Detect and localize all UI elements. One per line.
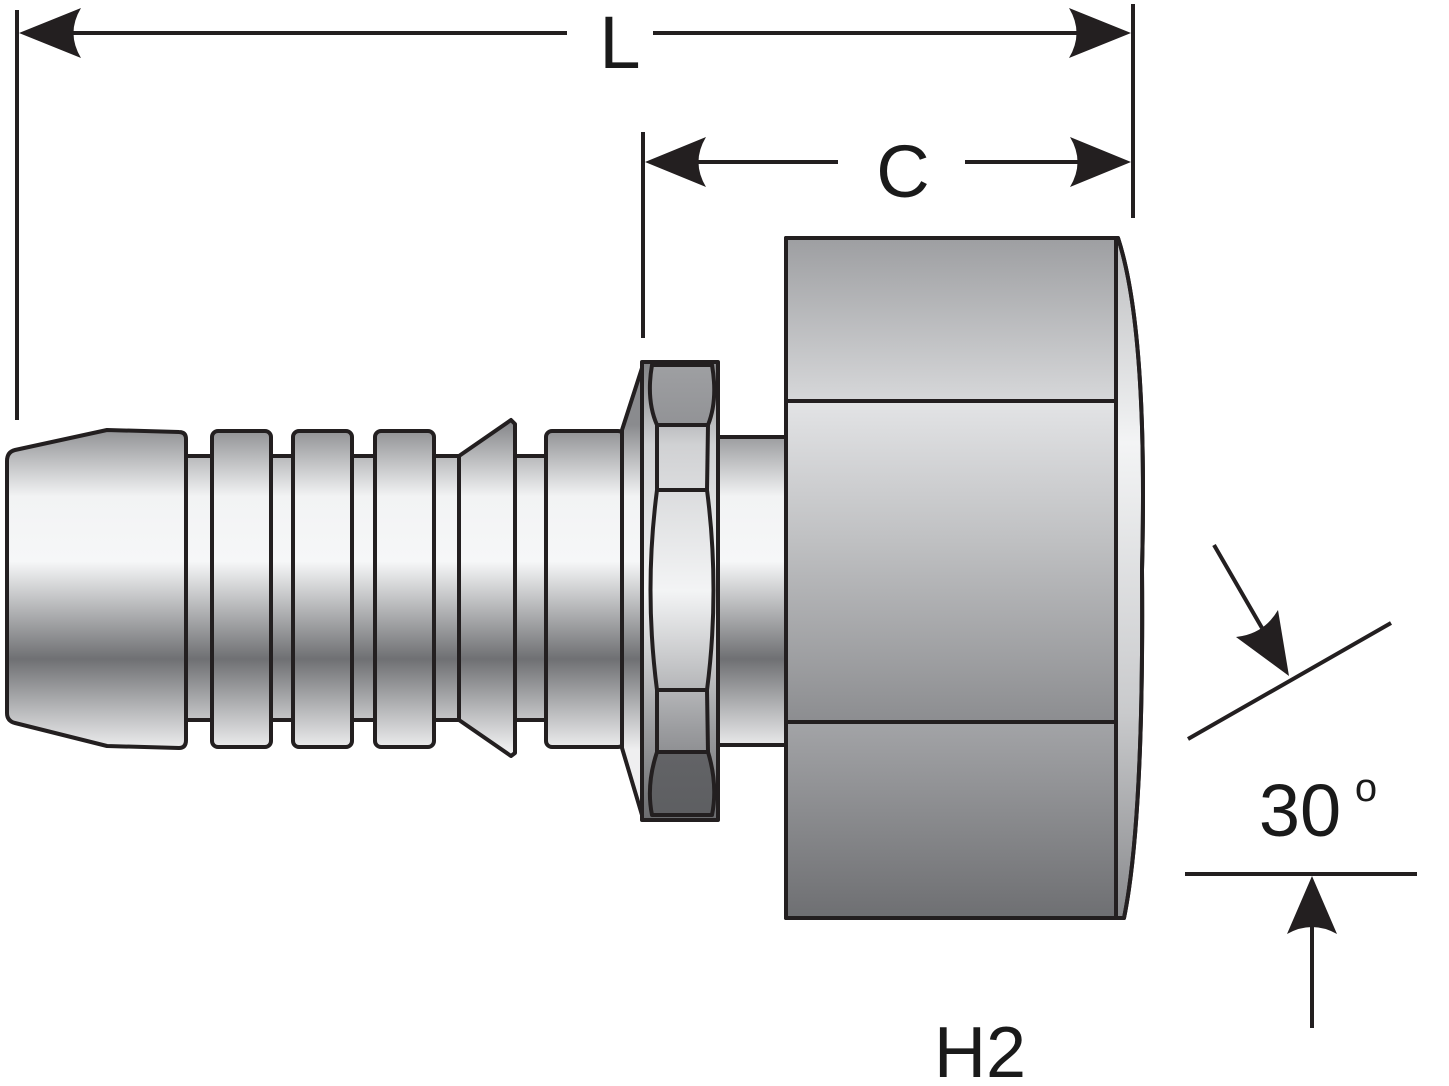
angle-value-label: 30 xyxy=(1259,769,1341,852)
dimension-label-c: C xyxy=(876,130,929,213)
hose-insert xyxy=(5,366,792,817)
angle-reference-arrowhead xyxy=(1287,876,1337,934)
dimension-c: C xyxy=(641,130,1131,338)
arrowhead-c-left xyxy=(645,137,706,187)
nut-outline xyxy=(784,236,1145,920)
arrowhead-c-right xyxy=(1070,137,1131,187)
stem-neck xyxy=(710,435,792,747)
hex-edge-bottom-right xyxy=(705,689,710,753)
angle-callout: 30 o xyxy=(1185,543,1417,1028)
hex-body xyxy=(640,360,720,822)
hex-edge-top-right xyxy=(705,424,710,491)
hex-flat-center xyxy=(648,488,716,692)
stem-tip xyxy=(5,428,188,750)
arrowhead-l-left xyxy=(19,8,81,58)
hex-flat-bottom xyxy=(647,750,717,817)
swivel-nut xyxy=(784,236,1145,920)
arrowhead-l-right xyxy=(1069,8,1131,58)
angle-seat-line xyxy=(1187,621,1392,741)
angle-leader-arrowhead xyxy=(1236,610,1289,676)
angle-leader-line xyxy=(1212,543,1264,630)
nut-flat-top xyxy=(784,236,1118,403)
dimension-l: L xyxy=(15,1,1135,420)
part-code-label: H2 xyxy=(934,1013,1026,1086)
barb-ring-3 xyxy=(373,429,436,749)
stem-flare xyxy=(620,366,644,817)
degree-symbol: o xyxy=(1355,766,1377,810)
stem-collar xyxy=(544,429,626,749)
barb-ring-1 xyxy=(210,429,273,749)
nut-flat-middle xyxy=(784,399,1118,724)
hex-flat-top xyxy=(647,363,717,427)
nut-flat-bottom xyxy=(784,720,1118,920)
barb-ring-2 xyxy=(291,429,354,749)
barb-cone xyxy=(457,418,517,758)
dimension-label-l: L xyxy=(599,1,640,84)
